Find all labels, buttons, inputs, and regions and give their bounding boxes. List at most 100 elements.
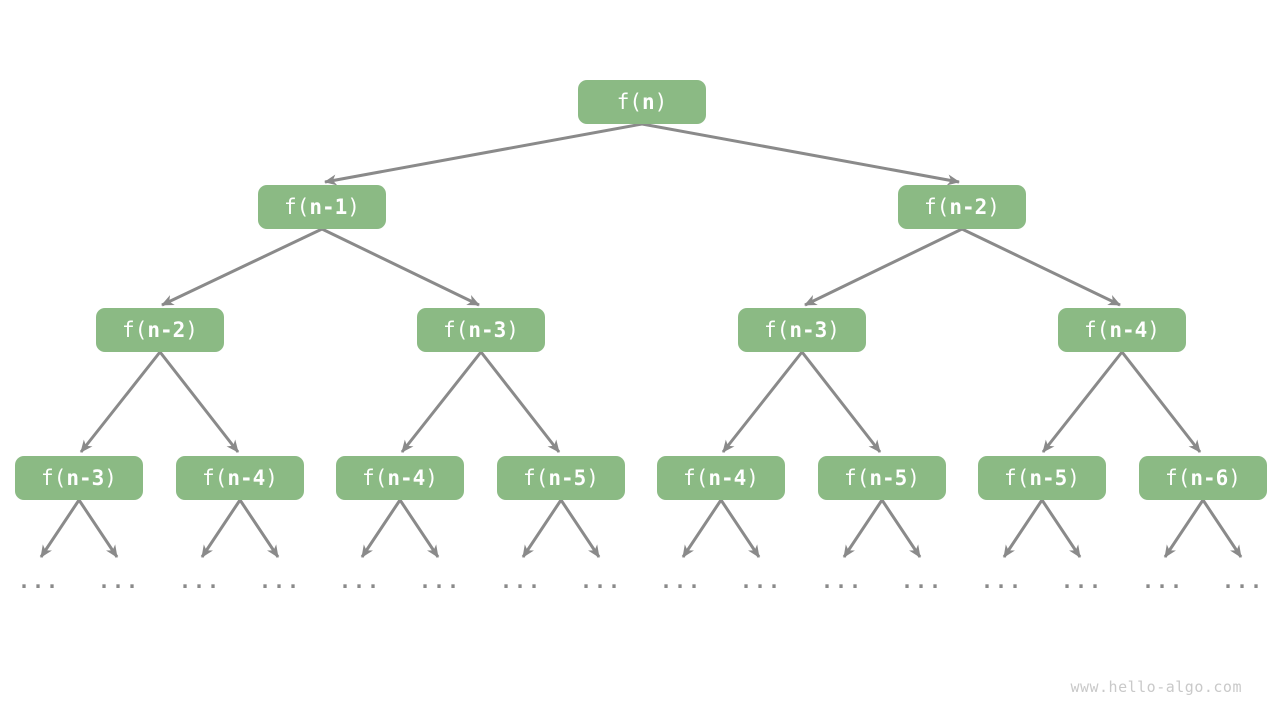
edge-arrow [158, 351, 240, 453]
tree-node-l3-4: f(n-4) [657, 456, 785, 500]
node-label-suffix: ) [1228, 465, 1241, 490]
edge-arrow [238, 499, 280, 558]
leaf-ellipsis: ... [980, 569, 1024, 593]
edge-arrow [842, 499, 884, 558]
node-label-arg: n-3 [468, 317, 507, 342]
edge-arrow [400, 351, 483, 453]
edge-arrow [800, 351, 882, 453]
node-label-prefix: f( [122, 317, 148, 342]
node-label-suffix: ) [746, 465, 759, 490]
edge-arrow [961, 227, 1121, 307]
tree-node-l2-0: f(n-2) [96, 308, 224, 352]
node-label-arg: n-3 [789, 317, 828, 342]
edge-arrow [200, 499, 242, 558]
leaf-ellipsis: ... [418, 569, 462, 593]
edge-arrow [681, 499, 723, 558]
edge-arrow [721, 351, 804, 453]
node-label-arg: n-3 [66, 465, 105, 490]
edge-arrow [1163, 499, 1205, 558]
tree-node-l1-1: f(n-2) [898, 185, 1026, 229]
edge-arrow [77, 499, 119, 558]
edge-arrow [641, 122, 960, 186]
leaf-ellipsis: ... [579, 569, 623, 593]
node-label-suffix: ) [104, 465, 117, 490]
node-label-arg: n-5 [869, 465, 908, 490]
leaf-ellipsis: ... [338, 569, 382, 593]
node-label-prefix: f( [764, 317, 790, 342]
edge-arrow [1040, 499, 1082, 558]
node-label-prefix: f( [41, 465, 67, 490]
leaf-ellipsis: ... [820, 569, 864, 593]
edge-arrow [479, 351, 561, 453]
tree-node-l1-0: f(n-1) [258, 185, 386, 229]
edge-arrow [79, 351, 162, 453]
tree-node-l2-2: f(n-3) [738, 308, 866, 352]
node-label-suffix: ) [586, 465, 599, 490]
node-label-suffix: ) [1067, 465, 1080, 490]
leaf-ellipsis: ... [739, 569, 783, 593]
node-label-arg: n-5 [1029, 465, 1068, 490]
edge-arrow [321, 227, 480, 307]
tree-node-l3-5: f(n-5) [818, 456, 946, 500]
node-label-prefix: f( [683, 465, 709, 490]
node-label-prefix: f( [924, 194, 950, 219]
node-label-suffix: ) [907, 465, 920, 490]
tree-node-l3-2: f(n-4) [336, 456, 464, 500]
node-label-arg: n [641, 89, 655, 114]
tree-node-l2-3: f(n-4) [1058, 308, 1186, 352]
node-label-arg: n-4 [1109, 317, 1148, 342]
edge-arrow [719, 499, 761, 558]
leaf-ellipsis: ... [900, 569, 944, 593]
node-label-prefix: f( [362, 465, 388, 490]
leaf-ellipsis: ... [258, 569, 302, 593]
edge-arrow [161, 227, 323, 307]
leaf-ellipsis: ... [178, 569, 222, 593]
node-label-suffix: ) [185, 317, 198, 342]
node-label-suffix: ) [1147, 317, 1160, 342]
edge-arrow [39, 499, 81, 558]
node-label-prefix: f( [202, 465, 228, 490]
leaf-ellipsis: ... [659, 569, 703, 593]
leaf-ellipsis: ... [1060, 569, 1104, 593]
node-label-arg: n-4 [708, 465, 747, 490]
node-label-prefix: f( [443, 317, 469, 342]
edge-arrow [880, 499, 922, 558]
tree-node-l0-0: f(n) [578, 80, 706, 124]
node-label-suffix: ) [987, 194, 1000, 219]
watermark: www.hello-algo.com [1070, 678, 1242, 696]
node-label-prefix: f( [284, 194, 310, 219]
tree-node-l3-3: f(n-5) [497, 456, 625, 500]
leaf-ellipsis: ... [1221, 569, 1265, 593]
node-label-prefix: f( [1165, 465, 1191, 490]
tree-node-l3-6: f(n-5) [978, 456, 1106, 500]
edge-arrow [1041, 351, 1124, 453]
node-label-suffix: ) [654, 89, 668, 114]
node-label-arg: n-4 [227, 465, 266, 490]
edge-arrow [398, 499, 440, 558]
node-label-prefix: f( [616, 89, 642, 114]
leaf-ellipsis: ... [1141, 569, 1185, 593]
edge-arrow [360, 499, 402, 558]
node-label-arg: n-4 [387, 465, 426, 490]
node-label-arg: n-2 [949, 194, 988, 219]
leaf-ellipsis: ... [97, 569, 141, 593]
edge-arrow [1120, 351, 1202, 453]
node-label-prefix: f( [1084, 317, 1110, 342]
edge-arrow [521, 499, 563, 558]
edge-arrow [804, 227, 963, 307]
node-label-arg: n-5 [548, 465, 587, 490]
node-label-suffix: ) [506, 317, 519, 342]
node-label-suffix: ) [425, 465, 438, 490]
node-label-arg: n-1 [309, 194, 348, 219]
edge-arrow [1201, 499, 1243, 558]
tree-node-l3-7: f(n-6) [1139, 456, 1267, 500]
tree-node-l3-0: f(n-3) [15, 456, 143, 500]
node-label-prefix: f( [844, 465, 870, 490]
node-label-prefix: f( [1004, 465, 1030, 490]
tree-node-l3-1: f(n-4) [176, 456, 304, 500]
node-label-suffix: ) [347, 194, 360, 219]
edge-arrow [324, 122, 643, 186]
tree-node-l2-1: f(n-3) [417, 308, 545, 352]
node-label-suffix: ) [265, 465, 278, 490]
